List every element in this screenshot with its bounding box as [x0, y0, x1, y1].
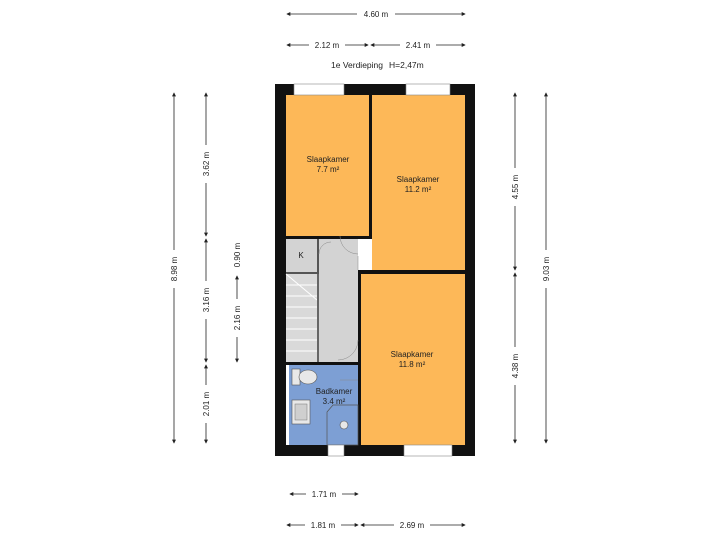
window	[293, 83, 345, 96]
dimension-right-2: 4.38 m	[509, 272, 521, 444]
room-bedroom-3	[361, 274, 465, 445]
room-bedroom-1	[286, 95, 369, 236]
dimension-inner-1: 0.90 m	[231, 237, 243, 273]
window	[327, 444, 345, 457]
wall-segment	[286, 362, 358, 365]
svg-text:2.12 m: 2.12 m	[315, 41, 340, 50]
shower-icon	[326, 404, 359, 446]
svg-text:2.01 m: 2.01 m	[202, 391, 211, 416]
height-label: H=2,47m	[389, 60, 424, 70]
dimension-left-3: 2.01 m	[200, 364, 212, 444]
svg-text:2.41 m: 2.41 m	[406, 41, 431, 50]
wall-segment	[358, 274, 361, 445]
room-label: Slaapkamer	[391, 350, 434, 359]
dimension-top-left: 2.12 m	[286, 39, 369, 51]
svg-text:1.81 m: 1.81 m	[311, 521, 336, 530]
svg-text:0.90 m: 0.90 m	[233, 242, 242, 267]
window	[405, 83, 451, 96]
room-bedroom-2	[372, 95, 465, 270]
svg-text:4.55 m: 4.55 m	[511, 174, 520, 199]
room-area: 11.8 m²	[399, 360, 426, 369]
hallway	[319, 239, 358, 362]
dimension-inner-2: 2.16 m	[231, 275, 243, 363]
dimension-bottom-left: 1.81 m	[286, 519, 359, 531]
door-swings	[318, 235, 359, 381]
room-area: 3.4 m²	[323, 397, 346, 406]
svg-text:9.03 m: 9.03 m	[542, 256, 551, 281]
svg-text:2.16 m: 2.16 m	[233, 305, 242, 330]
floor-label: 1e Verdieping	[331, 60, 383, 70]
svg-text:3.16 m: 3.16 m	[202, 287, 211, 312]
room-label: Badkamer	[316, 387, 353, 396]
svg-text:3.62 m: 3.62 m	[202, 151, 211, 176]
svg-text:1.71 m: 1.71 m	[312, 490, 337, 499]
dimension-bottom-inner: 1.71 m	[289, 488, 359, 500]
dimension-left-1: 3.62 m	[200, 92, 212, 237]
room-area: 11.2 m²	[405, 185, 432, 194]
room-label: Slaapkamer	[307, 155, 350, 164]
window	[403, 444, 453, 457]
dimension-right-1: 4.55 m	[509, 92, 521, 271]
dimension-right-total: 9.03 m	[540, 92, 552, 444]
closet	[286, 239, 317, 272]
wall-segment	[369, 95, 372, 239]
closet-label: K	[298, 251, 304, 260]
svg-text:8.98 m: 8.98 m	[170, 256, 179, 281]
wall-segment	[317, 239, 319, 272]
dimension-left-2: 3.16 m	[200, 238, 212, 363]
wall-segment	[286, 272, 319, 274]
wall-segment	[286, 236, 372, 239]
stairs	[285, 273, 319, 362]
room-area: 7.7 m²	[317, 165, 340, 174]
toilet-icon	[291, 368, 318, 386]
dimension-top-right: 2.41 m	[370, 39, 466, 51]
dimension-top-total: 4.60 m	[286, 8, 466, 20]
dimension-left-total: 8.98 m	[168, 92, 180, 444]
svg-text:4.38 m: 4.38 m	[511, 353, 520, 378]
wall-segment	[358, 270, 465, 274]
dimension-bottom-right: 2.69 m	[360, 519, 466, 531]
sink-icon	[291, 399, 311, 425]
svg-text:4.60 m: 4.60 m	[364, 10, 389, 19]
room-label: Slaapkamer	[397, 175, 440, 184]
svg-text:2.69 m: 2.69 m	[400, 521, 425, 530]
